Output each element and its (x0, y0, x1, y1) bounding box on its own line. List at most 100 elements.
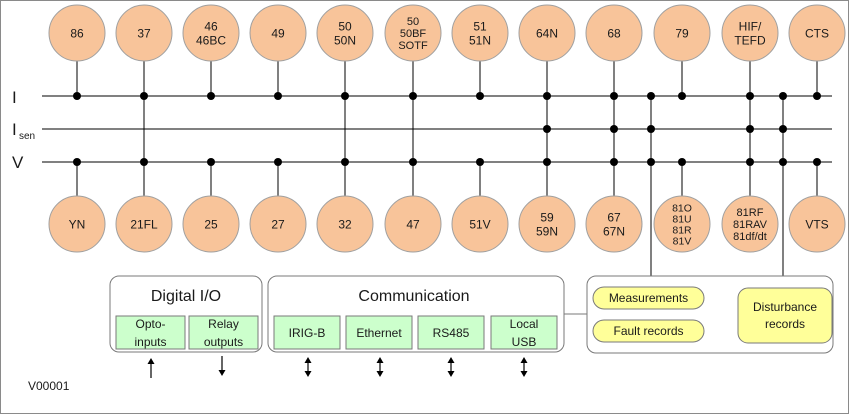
top-function-79: 79 (653, 4, 711, 62)
function-label: 27 (271, 217, 285, 231)
junction-dot (610, 158, 618, 166)
bottom-function-21fl: 21FL (115, 195, 173, 253)
function-circle (48, 195, 106, 253)
junction-dot (476, 158, 484, 166)
function-label: TEFD (734, 33, 766, 47)
junction-dot (207, 158, 215, 166)
function-label: CTS (805, 26, 829, 40)
top-function-68: 68 (585, 4, 643, 62)
function-label: 81RF (737, 207, 764, 219)
junction-dots (73, 92, 821, 166)
bus-label-Isen: I sen (12, 120, 35, 142)
function-label: 51N (469, 33, 491, 47)
measurements-label: Measurements (609, 291, 688, 305)
function-circle (721, 4, 779, 62)
function-circle (518, 4, 576, 62)
function-circle (316, 195, 374, 253)
comm-irig-b: IRIG-B (273, 315, 341, 350)
junction-dot (610, 125, 618, 133)
junction-dot (207, 92, 215, 100)
function-label: 47 (406, 217, 420, 231)
function-label: 49 (271, 26, 285, 40)
disturbance-records-line2: records (765, 317, 805, 331)
function-label: 68 (607, 26, 621, 40)
function-circle (384, 195, 442, 253)
function-label: 46 (204, 19, 218, 33)
function-circle (518, 195, 576, 253)
function-label: 32 (338, 217, 352, 231)
bottom-function-47: 47 (384, 195, 442, 253)
function-label: 81df/dt (733, 231, 767, 243)
junction-dot (274, 92, 282, 100)
function-label: 50 (407, 16, 419, 28)
comm-label: Local (510, 317, 539, 331)
function-label: 21FL (130, 217, 158, 231)
top-function-86: 86 (48, 4, 106, 62)
function-circle (115, 195, 173, 253)
comm-label: USB (512, 335, 537, 349)
dio-relay-outputs: Relay outputs (188, 315, 259, 350)
function-circle (182, 4, 240, 62)
communication-title: Communication (358, 288, 469, 305)
function-label: 81O (672, 202, 692, 214)
function-label: 46BC (196, 33, 226, 47)
disturbance-records-line1: Disturbance (753, 300, 817, 314)
comm-label: RS485 (433, 326, 470, 340)
function-circle (653, 4, 711, 62)
junction-dot (647, 125, 655, 133)
function-label: YN (69, 217, 86, 231)
dio-label: Opto- (135, 317, 165, 331)
version-label: V00001 (28, 379, 70, 393)
fault-records-label: Fault records (613, 324, 683, 338)
bottom-function-27: 27 (249, 195, 307, 253)
junction-dot (73, 92, 81, 100)
records-group: Measurements Fault records Disturbance r… (586, 275, 834, 354)
junction-dot (140, 158, 148, 166)
top-function-37: 37 (115, 4, 173, 62)
junction-dot (341, 92, 349, 100)
junction-dot (543, 158, 551, 166)
junction-dot (543, 125, 551, 133)
function-circle (115, 4, 173, 62)
function-label: 51 (473, 19, 487, 33)
dio-opto-inputs: Opto-inputs (115, 315, 186, 350)
junction-dot (779, 125, 787, 133)
function-circle (249, 4, 307, 62)
junction-dot (409, 158, 417, 166)
dio-label: outputs (204, 335, 243, 349)
function-label: 86 (70, 26, 84, 40)
comm-label: IRIG-B (289, 326, 326, 340)
function-label: 59N (536, 224, 558, 238)
measurements-box (592, 286, 705, 310)
function-label: 50N (334, 33, 356, 47)
svg-text:sen: sen (19, 131, 35, 142)
junction-dot (779, 92, 787, 100)
function-label: 67N (603, 224, 625, 238)
junction-dot (678, 92, 686, 100)
bottom-function-51v: 51V (451, 195, 509, 253)
function-label: 67 (607, 210, 621, 224)
communication-group: Communication IRIG-B Ethernet RS485 LocalUS… (267, 275, 565, 353)
function-circle (653, 195, 711, 253)
function-circle (48, 4, 106, 62)
dio-label: Relay (208, 317, 239, 331)
comm-rs485: RS485 (417, 315, 485, 350)
svg-text:I: I (12, 120, 17, 139)
function-label: 81R (672, 224, 692, 236)
fault-records-box (592, 319, 705, 343)
junction-dot (746, 92, 754, 100)
function-label: 81RAV (733, 219, 768, 231)
junction-dot (274, 158, 282, 166)
function-label: 81U (672, 213, 691, 225)
bottom-function-32: 32 (316, 195, 374, 253)
function-label: 51V (469, 217, 490, 231)
top-function-64n: 64N (518, 4, 576, 62)
comm-ethernet: Ethernet (345, 315, 413, 350)
junction-dot (610, 92, 618, 100)
